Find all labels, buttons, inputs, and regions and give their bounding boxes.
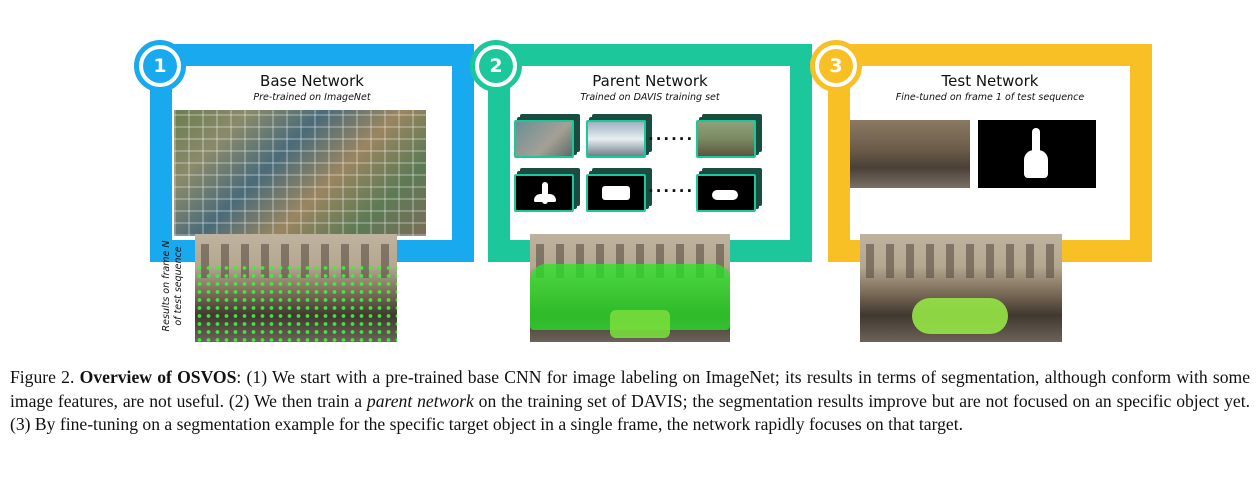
training-mask-bus <box>586 174 646 212</box>
step-badge-1: 1 <box>134 40 186 92</box>
test-frame-mask <box>978 120 1096 188</box>
osvos-figure: Base Network Pre-trained on ImageNet 1 P… <box>134 40 1152 342</box>
step-badge-2: 2 <box>470 40 522 92</box>
panel-base-network: Base Network Pre-trained on ImageNet <box>150 44 474 262</box>
result-image-test <box>860 234 1062 342</box>
test-frame-photo <box>850 120 970 188</box>
step-badge-3: 3 <box>810 40 862 92</box>
panel-title: Base Network <box>260 72 364 90</box>
panel-subtitle: Trained on DAVIS training set <box>580 92 720 103</box>
results-side-label: Results on frame N of test sequence <box>161 240 184 332</box>
ellipsis-bottom: ...... <box>648 178 695 196</box>
ellipsis-top: ...... <box>648 126 695 144</box>
panel-title: Test Network <box>941 72 1039 90</box>
result-image-base <box>195 234 397 342</box>
imagenet-mosaic-image <box>174 110 426 236</box>
panel-title: Parent Network <box>592 72 708 90</box>
training-photo-bear <box>696 120 756 158</box>
panel-test-network: Test Network Fine-tuned on frame 1 of te… <box>828 44 1152 262</box>
training-photo-dancer <box>514 120 574 158</box>
training-mask-dancer <box>514 174 574 212</box>
panel-subtitle: Fine-tuned on frame 1 of test sequence <box>895 92 1085 103</box>
panel-subtitle: Pre-trained on ImageNet <box>253 92 371 103</box>
training-photo-bus <box>586 120 646 158</box>
panel-parent-network: Parent Network Trained on DAVIS training… <box>488 44 812 262</box>
result-image-parent <box>530 234 730 342</box>
figure-caption: Figure 2. Overview of OSVOS: (1) We star… <box>10 367 1251 434</box>
training-mask-bear <box>696 174 756 212</box>
